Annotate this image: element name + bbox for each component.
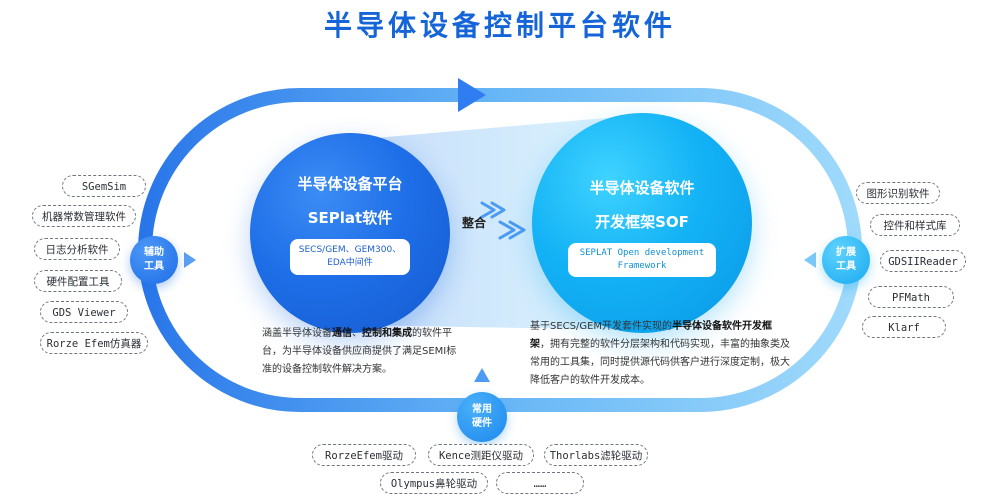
common-hardware-label-line2: 硬件	[472, 418, 492, 429]
ext-tools-node: 扩展 工具	[822, 236, 870, 284]
sof-framework-circle: 半导体设备软件 开发框架SOF SEPLAT Open development …	[532, 113, 752, 333]
common-hardware-label-line1: 常用	[472, 404, 492, 415]
desc-left-text: 的软件平台，为半导体设备供应商提供了满足SEMI标准的设备控制软件解决方案。	[262, 328, 457, 375]
seplat-components-line2: EDA中间件	[327, 258, 373, 268]
ext-arrow-icon	[804, 252, 816, 268]
ext-tool-pill: 控件和样式库	[870, 214, 960, 236]
aux-tool-pill: 硬件配置工具	[34, 270, 122, 292]
aux-tools-label-line2: 工具	[144, 261, 164, 272]
integrate-arrows	[480, 201, 526, 240]
aux-tools-label-line1: 辅助	[144, 247, 164, 258]
sof-description: 基于SECS/GEM开发套件实现的半导体设备软件开发框架，拥有完整的软件分层架构…	[530, 318, 792, 390]
ext-tool-pill: Klarf	[862, 316, 946, 338]
seplat-components-line1: SECS/GEM、GEM300、	[298, 245, 402, 255]
hardware-pill: Olympus鼻轮驱动	[380, 472, 488, 494]
hardware-pill: RorzeEfem驱动	[312, 444, 416, 466]
seplat-platform-circle: 半导体设备平台 SEPlat软件 SECS/GEM、GEM300、 EDA中间件	[250, 133, 450, 333]
hardware-pill: Thorlabs滤轮驱动	[544, 444, 648, 466]
common-arrow-icon	[474, 368, 490, 382]
ext-tool-pill: PFMath	[868, 286, 954, 308]
aux-tool-pill: Rorze Efem仿真器	[40, 332, 148, 354]
integrate-label: 整合	[462, 216, 487, 230]
seplat-components-box: SECS/GEM、GEM300、 EDA中间件	[290, 239, 410, 275]
sof-english-line2: Framework	[617, 261, 667, 271]
sof-title-line2: 开发框架SOF	[595, 213, 689, 231]
desc-right-text: 基于SECS/GEM开发套件实现的	[530, 321, 673, 332]
desc-left-bold: 通信	[332, 328, 352, 339]
ext-tool-pill: GDSIIReader	[880, 250, 966, 272]
hardware-pill: Kence测距仪驱动	[428, 444, 534, 466]
aux-arrow-icon	[184, 252, 196, 268]
common-hardware-node: 常用 硬件	[457, 392, 507, 442]
desc-right-text: ，拥有完整的软件分层架构和代码实现，丰富的抽象类及常用的工具集，同时提供源代码供…	[530, 339, 790, 386]
ext-tools-label-line1: 扩展	[836, 247, 856, 258]
desc-right-bold: 半导体设备软件开发框架	[530, 321, 773, 350]
seplat-description: 涵盖半导体设备通信、控制和集成的软件平台，为半导体设备供应商提供了满足SEMI标…	[262, 325, 462, 379]
ext-tools-label-line2: 工具	[836, 261, 856, 272]
ext-tool-pill: 图形识别软件	[856, 182, 940, 204]
aux-tool-pill: 日志分析软件	[34, 238, 120, 260]
aux-tool-pill: SGemSim	[62, 175, 146, 197]
sof-english-line1: SEPLAT Open development	[579, 248, 705, 258]
desc-left-bold: 控制和集成	[362, 328, 412, 339]
aux-tool-pill: GDS Viewer	[40, 301, 128, 323]
aux-tools-node: 辅助 工具	[130, 236, 178, 284]
desc-left-text: 、	[352, 328, 362, 339]
loop-arrow-head	[458, 78, 486, 112]
aux-tool-pill: 机器常数管理软件	[32, 205, 136, 227]
seplat-title-line1: 半导体设备平台	[297, 175, 403, 193]
sof-english-box: SEPLAT Open development Framework	[568, 243, 716, 277]
page-title: 半导体设备控制平台软件	[323, 9, 676, 42]
desc-left-text: 涵盖半导体设备	[262, 328, 332, 339]
hardware-pill: ……	[496, 472, 584, 494]
seplat-title-line2: SEPlat软件	[307, 209, 393, 227]
sof-title-line1: 半导体设备软件	[589, 179, 695, 197]
loop-ring	[138, 88, 862, 412]
